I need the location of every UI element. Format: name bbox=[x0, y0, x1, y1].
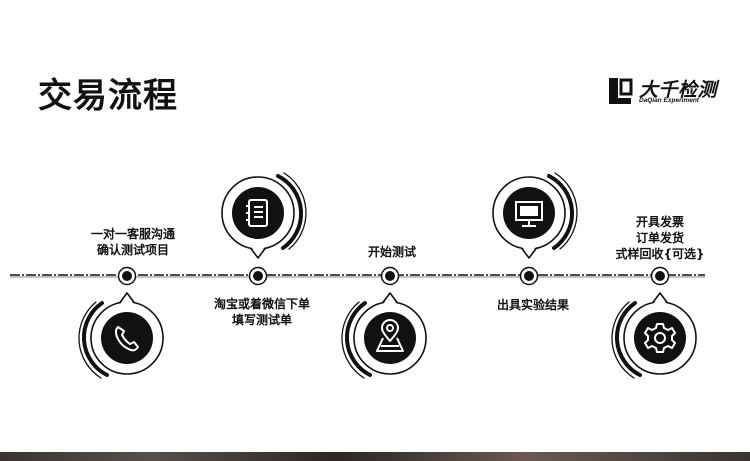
phone-icon bbox=[114, 326, 139, 352]
step-2-line-2: 填写测试单 bbox=[231, 313, 292, 327]
step-4-label: 出具实验结果 bbox=[443, 297, 623, 313]
bottom-image-strip bbox=[0, 452, 750, 461]
logo-name: 大千检测 bbox=[639, 79, 718, 101]
step-5-label: 开具发票 订单发货 式样回收{可选} bbox=[570, 214, 750, 262]
step-1-label: 一对一客服沟通 确认测试项目 bbox=[43, 226, 223, 258]
logo-subtitle: DaQian Experiment bbox=[639, 97, 699, 104]
timeline-node-2 bbox=[248, 266, 268, 286]
step-3-label: 开始测试 bbox=[302, 244, 482, 260]
step-5-line-1: 开具发票 bbox=[635, 215, 684, 229]
step-1-badge bbox=[76, 291, 165, 380]
step-2-label: 淘宝或着微信下单 填写测试单 bbox=[172, 296, 352, 328]
monitor-icon bbox=[515, 201, 543, 227]
page-title: 交易流程 bbox=[38, 76, 178, 116]
step-2-line-1: 淘宝或着微信下单 bbox=[213, 297, 310, 311]
brand-logo: 大千检测 DaQian Experiment bbox=[606, 74, 726, 108]
timeline-node-3 bbox=[380, 266, 400, 286]
logo-mark-icon bbox=[609, 78, 633, 104]
timeline-node-1 bbox=[117, 266, 137, 286]
map-pin-icon bbox=[376, 319, 404, 352]
step-1-line-1: 一对一客服沟通 bbox=[90, 227, 175, 241]
step-4-line-1: 出具实验结果 bbox=[496, 298, 569, 312]
step-3-line-1: 开始测试 bbox=[367, 245, 416, 259]
step-5-line-2: 订单发货 bbox=[635, 231, 684, 245]
gear-icon bbox=[644, 323, 676, 353]
step-4-badge bbox=[491, 171, 580, 260]
step-3-badge bbox=[339, 291, 428, 380]
step-1-line-2: 确认测试项目 bbox=[96, 243, 169, 257]
notepad-icon bbox=[246, 199, 268, 227]
step-2-badge bbox=[220, 171, 309, 260]
step-5-line-3: 式样回收{可选} bbox=[615, 247, 705, 261]
step-5-badge bbox=[609, 291, 698, 380]
timeline-node-5 bbox=[650, 266, 670, 286]
timeline-node-4 bbox=[519, 266, 539, 286]
